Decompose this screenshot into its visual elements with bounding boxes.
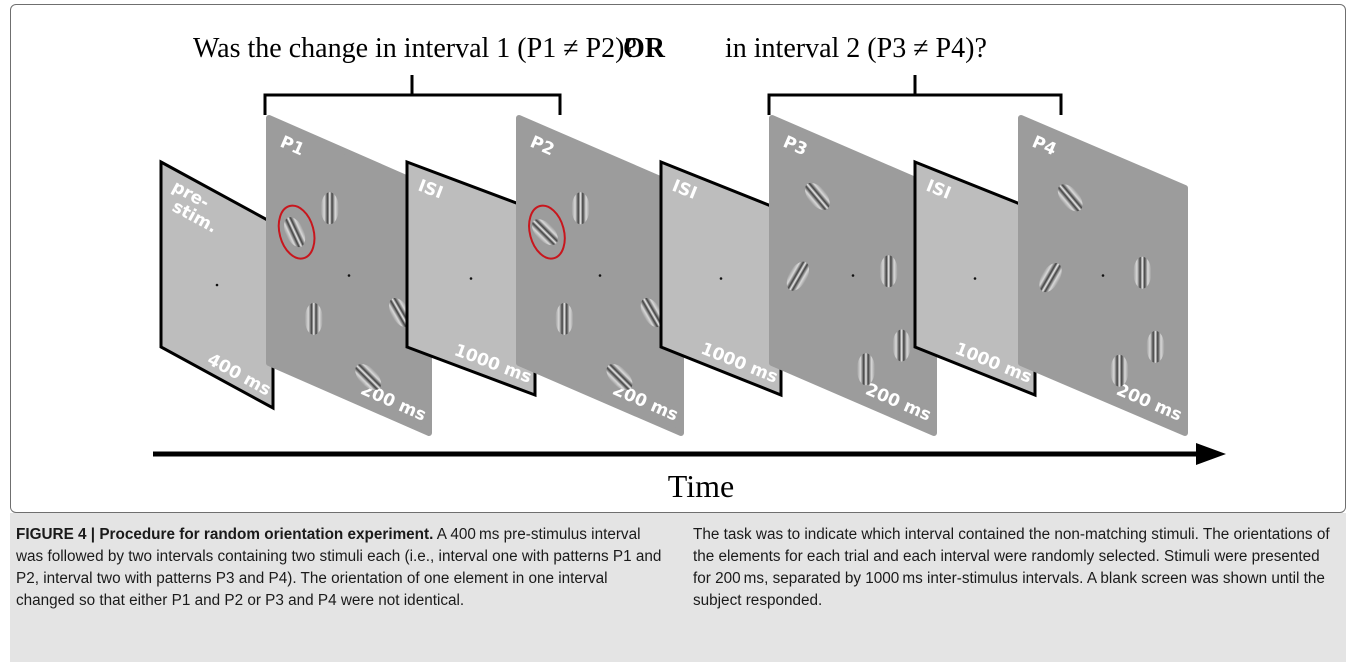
gabor-element	[879, 255, 898, 288]
fixation-dot	[719, 277, 723, 280]
fixation-dot	[347, 274, 351, 277]
caption-left-text: A 400 ms pre-stimulus interval was follo…	[16, 526, 662, 609]
fixation-dot	[598, 274, 602, 277]
gabor-element	[1146, 330, 1165, 363]
changed-element-circle	[528, 204, 566, 260]
gabor-element	[606, 364, 633, 390]
question-part1: Was the change in interval 1 (P1 ≠ P2)?	[193, 33, 637, 64]
gabor-element	[1110, 354, 1129, 387]
fixation-dot	[469, 277, 473, 280]
fixation-dot	[1101, 274, 1105, 277]
fixation-dot	[215, 283, 219, 287]
procedure-diagram: Was the change in interval 1 (P1 ≠ P2)? …	[153, 33, 1226, 504]
gabor-element	[856, 353, 875, 386]
gabor-element	[1057, 184, 1083, 212]
time-arrow-head	[1196, 443, 1226, 465]
gabor-element	[804, 182, 830, 210]
gabor-element	[571, 192, 590, 225]
fixation-dot	[851, 274, 855, 277]
interval-1-bracket	[263, 75, 562, 115]
caption-left-column: FIGURE 4 | Procedure for random orientat…	[16, 524, 664, 612]
gabor-element	[531, 219, 558, 246]
gabor-element	[892, 329, 911, 362]
gabor-element	[284, 217, 306, 248]
time-label: Time	[668, 468, 734, 504]
question-part2: in interval 2 (P3 ≠ P4)?	[725, 33, 987, 64]
gabor-element	[1133, 256, 1152, 289]
figure-panel: Was the change in interval 1 (P1 ≠ P2)? …	[10, 4, 1346, 513]
gabor-element	[786, 261, 810, 291]
gabor-element	[640, 298, 664, 328]
gabor-element	[304, 302, 323, 335]
caption-title: FIGURE 4 | Procedure for random orientat…	[16, 526, 434, 543]
gabor-element	[1039, 263, 1062, 293]
gabor-element	[320, 192, 339, 225]
interval-2-bracket	[767, 75, 1063, 115]
changed-element-circle	[277, 204, 316, 260]
figure-caption: FIGURE 4 | Procedure for random orientat…	[10, 513, 1346, 662]
gabor-element	[555, 302, 574, 335]
caption-right-text: The task was to indicate which interval …	[693, 526, 1330, 609]
gabor-element	[355, 364, 382, 390]
fixation-dot	[973, 277, 977, 280]
question-or: OR	[623, 33, 666, 64]
caption-right-column: The task was to indicate which interval …	[693, 524, 1341, 612]
panel-prestim: pre-stim.400 ms	[159, 159, 275, 411]
